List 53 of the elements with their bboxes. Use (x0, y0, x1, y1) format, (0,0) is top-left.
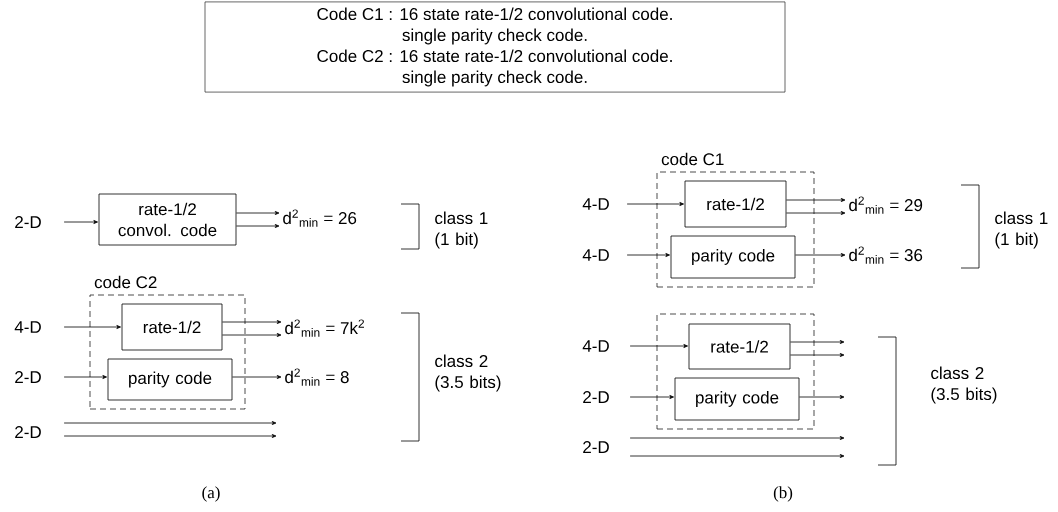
encoder-box: rate-1/2 convol. code (98, 193, 237, 246)
arrow (222, 333, 282, 337)
arrow (63, 325, 121, 329)
arrow (63, 421, 277, 425)
arrow (63, 375, 107, 379)
arrow (629, 454, 845, 458)
dashed-group-box (656, 313, 815, 430)
arrow (786, 198, 846, 202)
class-label: class 1 (1 bit) (435, 211, 488, 249)
arrow (63, 434, 277, 438)
arrow (236, 211, 280, 215)
arrow (786, 211, 846, 215)
arrow (790, 340, 845, 344)
input-label: 2-D (15, 426, 41, 438)
arrow (222, 320, 282, 324)
panel-label: (b) (773, 486, 793, 502)
input-label: 2-D (15, 371, 41, 383)
class-label: class 2 (3.5 bits) (435, 354, 501, 392)
encoder-box: parity code (674, 377, 800, 421)
input-label: 4-D (582, 249, 609, 261)
arrow (795, 253, 846, 257)
arrow (232, 375, 282, 379)
input-label: 4-D (582, 340, 609, 352)
distance-label: d$^{2}$$_{min}$ = 29 (849, 196, 923, 214)
arrow (629, 344, 688, 348)
arrow (629, 436, 845, 440)
distance-label: d$^{2}$$_{min}$ = 7k$^{2}$ (285, 319, 364, 337)
arrow (629, 395, 674, 399)
distance-label: d$^{2}$$_{min}$ = 8 (285, 368, 349, 386)
arrow (236, 224, 280, 228)
class-label: class 1 (1 bit) (995, 211, 1048, 249)
panel-label: (a) (202, 486, 220, 502)
arrow (626, 202, 684, 206)
input-label: 2-D (583, 391, 609, 403)
input-label: 4-D (582, 198, 609, 210)
code-description-box: Code C1 : 16 state rate-1/2 convolutional code. single parity check code. Code C2 : 16 state rate-1/2 convolutional code. single parity check code. (204, 1, 786, 93)
node-label: code C2 (94, 275, 157, 289)
encoder-box: parity code (107, 358, 233, 401)
input-label: 2-D (15, 216, 41, 228)
arrow (790, 353, 845, 357)
encoder-box: parity code (670, 235, 796, 279)
node-label: code C1 (661, 152, 724, 166)
encoder-box: rate-1/2 (688, 323, 791, 370)
input-label: 4-D (14, 321, 41, 333)
encoder-box: rate-1/2 (684, 180, 787, 228)
class-label: class 2 (3.5 bits) (931, 366, 997, 404)
encoder-box: rate-1/2 (121, 303, 223, 351)
distance-label: d$^{2}$$_{min}$ = 36 (849, 246, 923, 264)
arrow (626, 253, 670, 257)
distance-label: d$^{2}$$_{min}$ = 26 (283, 209, 357, 227)
arrow (799, 395, 845, 399)
arrow (63, 220, 98, 224)
input-label: 2-D (583, 441, 609, 453)
